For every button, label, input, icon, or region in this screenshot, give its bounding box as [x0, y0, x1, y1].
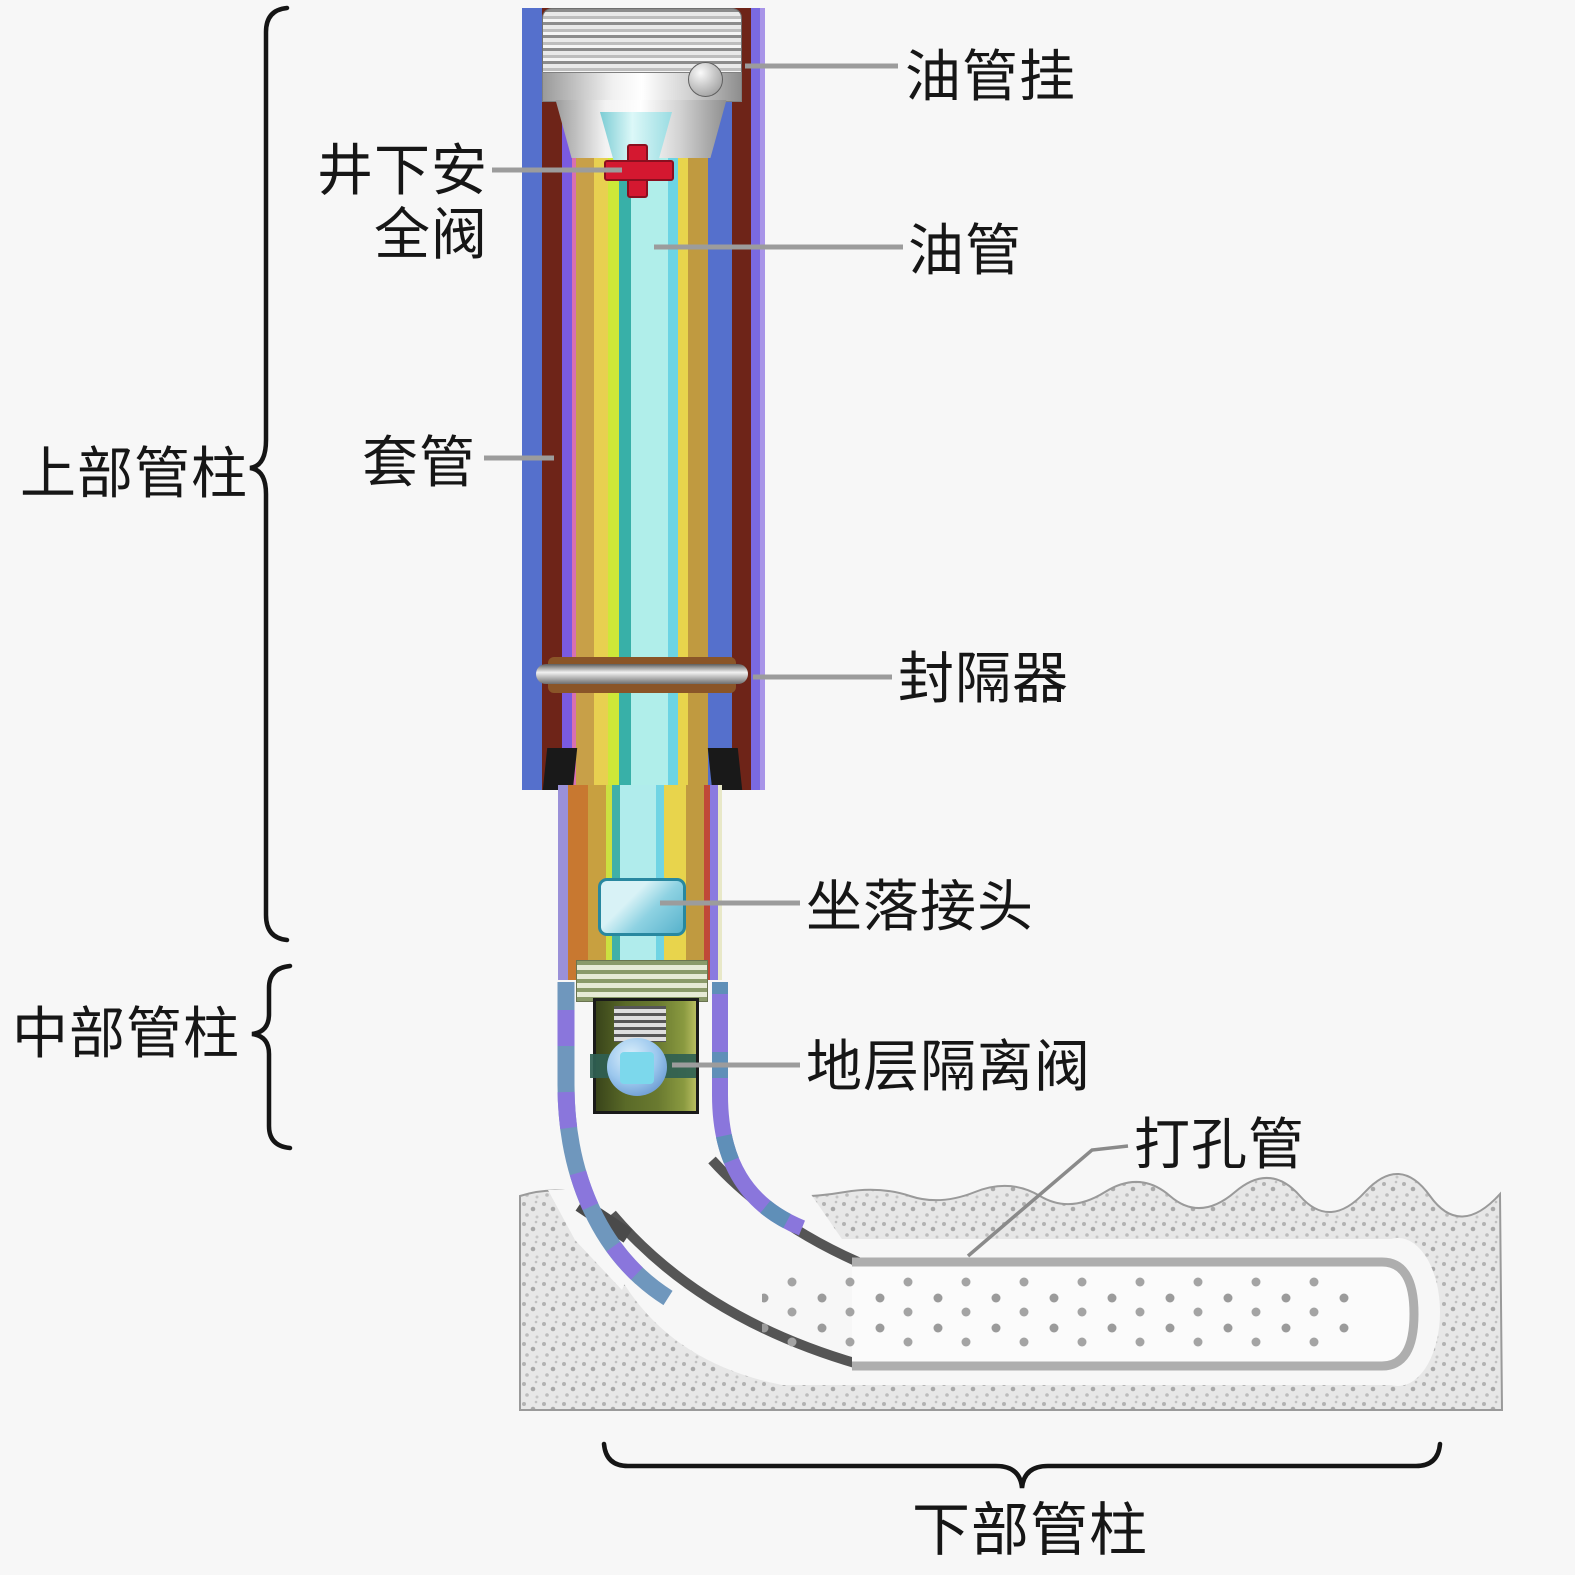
bend-tube-right-segments — [712, 982, 806, 1236]
label-safety-valve: 井下安 全阀 — [278, 140, 488, 269]
packer-slip-left — [542, 748, 578, 790]
label-landing-nipple: 坐落接头 — [806, 877, 1034, 939]
perforation-dots — [762, 1277, 1362, 1353]
bend-tube-left-segments — [557, 982, 673, 1306]
packer-mandrel — [536, 664, 748, 684]
label-formation-isolation-valve: 地层隔离阀 — [806, 1037, 1091, 1099]
packer-slip-right — [707, 748, 743, 790]
label-tubing-hanger: 油管挂 — [905, 47, 1076, 109]
fiv-thread — [614, 1006, 666, 1042]
borehole-entry-right — [690, 1190, 862, 1268]
safety-valve-cross-horizontal — [604, 160, 674, 181]
label-perforated-pipe: 打孔管 — [1134, 1115, 1305, 1177]
label-lower-string: 下部管柱 — [912, 1498, 1149, 1563]
label-safety-valve-line1: 井下安 — [317, 141, 488, 203]
label-casing: 套管 — [362, 433, 476, 495]
label-packer: 封隔器 — [898, 649, 1069, 711]
label-safety-valve-line2: 全阀 — [374, 205, 488, 268]
fiv-ball-port — [620, 1052, 654, 1084]
label-tubing: 油管 — [908, 221, 1022, 283]
landing-nipple-block — [598, 878, 686, 936]
threaded-joint — [576, 960, 708, 1002]
label-upper-string: 上部管柱 — [20, 444, 248, 506]
hanger-lock-ball — [688, 62, 723, 97]
label-middle-string: 中部管柱 — [12, 1004, 240, 1066]
